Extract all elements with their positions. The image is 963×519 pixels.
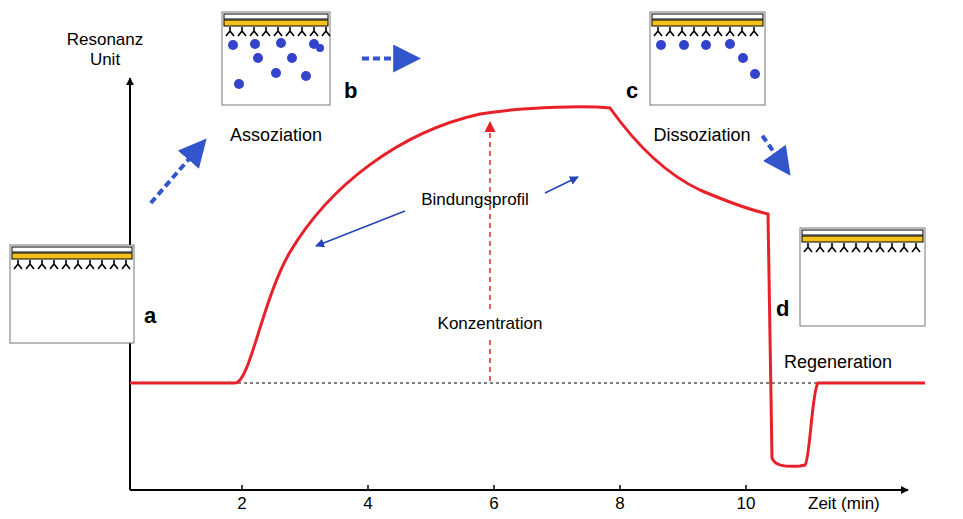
baseline: [130, 383, 925, 384]
ticks: [242, 485, 746, 490]
analyte-dots: [228, 38, 760, 89]
phase-arrow: [151, 147, 200, 203]
panel-letter: d: [776, 296, 789, 321]
tick-label: 10: [737, 494, 756, 514]
leader-arrow: [316, 211, 405, 246]
concentration-arrow: [489, 122, 491, 381]
sensor-chip: [222, 12, 330, 105]
annotation: Konzentration: [435, 312, 546, 336]
tick-label: 4: [363, 494, 372, 514]
binding-curve: [130, 107, 925, 466]
axis-title: Zeit (min): [808, 494, 880, 514]
phase-label: Assoziation: [230, 125, 322, 146]
panel-letter: b: [344, 78, 357, 103]
phase-arrow: [762, 136, 784, 167]
phase-label: Dissoziation: [653, 125, 750, 146]
axis-title: Resonanz Unit: [65, 30, 145, 69]
sensor-inset: dRegeneration: [800, 228, 925, 326]
sensor-insets: [10, 12, 925, 343]
sensor-inset: a: [10, 245, 134, 343]
annotation: Bindungsprofil: [421, 190, 529, 210]
panel-letter: a: [144, 303, 156, 328]
panel-letter: c: [626, 78, 638, 103]
tick-label: 6: [489, 494, 498, 514]
x-axis: [130, 489, 908, 491]
sensor-chip: [800, 228, 925, 326]
phase-label: Regeneration: [784, 352, 892, 373]
leader-arrow: [545, 177, 578, 193]
tick-label: 2: [237, 494, 246, 514]
tick-label: 8: [615, 494, 624, 514]
sensor-chip: [10, 245, 134, 343]
sensor-chip: [650, 12, 765, 105]
phase-arrow: [362, 57, 410, 61]
sensor-inset: cDissoziation: [650, 12, 765, 105]
sensor-inset: bAssoziation: [222, 12, 330, 105]
